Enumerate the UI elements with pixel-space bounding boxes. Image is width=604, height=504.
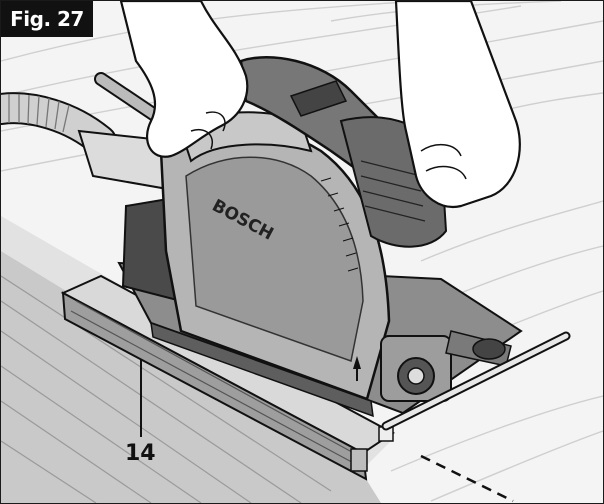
plunge-saw <box>117 56 571 431</box>
depth-knob <box>380 330 512 402</box>
brand-text: BOSCH <box>209 196 277 245</box>
figure-label: Fig. 27 <box>1 1 93 37</box>
callout-14: 14 <box>125 441 156 466</box>
operator-hands <box>119 1 521 209</box>
